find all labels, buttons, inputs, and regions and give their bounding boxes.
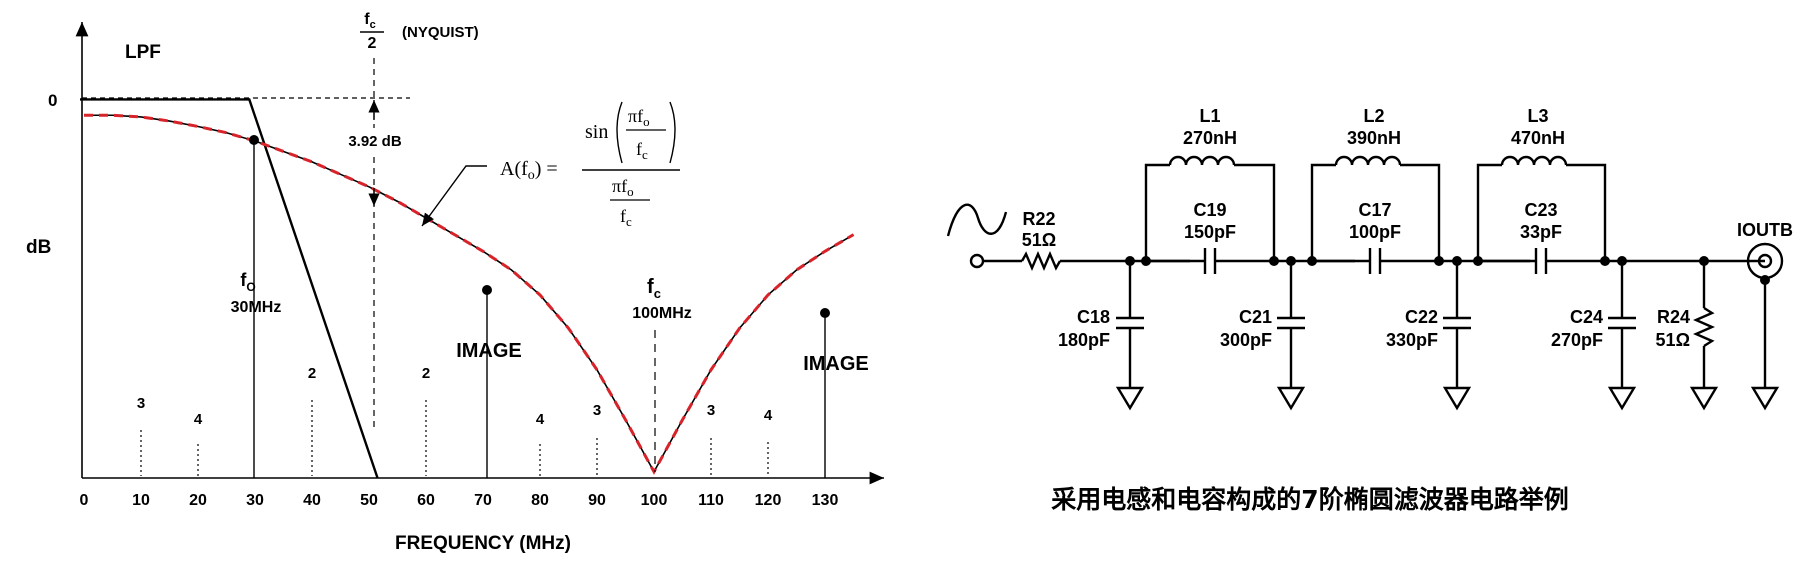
l3-inductor — [1500, 155, 1568, 166]
x-tick-label: 70 — [474, 492, 492, 509]
circuit-caption: 采用电感和电容构成的7阶椭圆滤波器电路举例 — [1051, 485, 1568, 514]
lpf-label: LPF — [125, 42, 161, 63]
nyquist-fraction-den: 2 — [368, 35, 377, 52]
circuit-labels: R22 51Ω L1 270nH L2 390nH L3 470nH C19 1… — [1022, 106, 1793, 514]
x-tick-label: 130 — [812, 492, 839, 509]
x-tick-labels: 0 10 20 30 40 50 60 70 80 90 100 110 120 130 — [80, 492, 839, 509]
l3-name: L3 — [1527, 106, 1548, 126]
image-right-label: IMAGE — [803, 353, 869, 375]
harmonic-label: 2 — [308, 365, 316, 382]
c24-name: C24 — [1570, 307, 1603, 327]
r22-name: R22 — [1022, 209, 1055, 229]
nyquist-fraction-num: fc — [364, 11, 375, 31]
r22-resistor — [1020, 250, 1062, 272]
fo-label: fO — [240, 270, 255, 294]
c22-name: C22 — [1405, 307, 1438, 327]
x-tick-label: 50 — [360, 492, 378, 509]
x-axis-label: FREQUENCY (MHz) — [395, 533, 571, 554]
db-drop-label-bg — [336, 128, 414, 152]
c23-value: 33pF — [1520, 222, 1562, 242]
formula-leader-line — [421, 165, 487, 227]
l2-name: L2 — [1363, 106, 1384, 126]
c22-capacitor — [1442, 261, 1472, 411]
c23-name: C23 — [1524, 200, 1557, 220]
fo-value-label: 30MHz — [231, 299, 282, 316]
image-left-label: IMAGE — [456, 340, 522, 362]
x-tick-label: 0 — [80, 492, 89, 509]
l3-value: 470nH — [1511, 128, 1565, 148]
sinc-formula: A(fo) = sin πfo fc πfo fc — [500, 101, 680, 229]
l1-inductor — [1168, 155, 1236, 166]
c21-capacitor — [1276, 261, 1306, 411]
fo-point — [249, 135, 259, 145]
fc-value-label: 100MHz — [632, 305, 692, 322]
x-tick-label: 110 — [698, 492, 724, 509]
fc-label: fc — [647, 276, 661, 301]
harmonic-label: 3 — [707, 402, 715, 419]
y-tick-label-zero: 0 — [48, 91, 57, 110]
sinc-chart: 0 dB 0 10 20 30 40 50 60 70 80 90 100 110 120 130 FRE… — [26, 11, 884, 554]
r24-name: R24 — [1657, 307, 1690, 327]
harmonic-label: 4 — [536, 411, 545, 428]
svg-text:fc: fc — [620, 206, 632, 229]
l1-name: L1 — [1199, 106, 1220, 126]
c18-capacitor — [1115, 261, 1145, 411]
x-tick-label: 90 — [588, 492, 606, 509]
x-tick-label: 10 — [132, 492, 150, 509]
c21-name: C21 — [1239, 307, 1272, 327]
nyquist-label: (NYQUIST) — [402, 24, 479, 41]
harmonic-label: 4 — [194, 411, 203, 428]
c22-value: 330pF — [1386, 330, 1438, 350]
x-tick-label: 20 — [189, 492, 207, 509]
input-terminal — [969, 253, 985, 269]
c18-name: C18 — [1077, 307, 1110, 327]
harmonic-label: 4 — [764, 407, 773, 424]
db-drop-label: 3.92 dB — [348, 133, 402, 150]
circuit-junctions — [1125, 256, 1770, 285]
image-left-point — [482, 285, 492, 295]
y-axis-label: dB — [26, 237, 51, 258]
c19-value: 150pF — [1184, 222, 1236, 242]
ioutb-connector-inner — [1757, 253, 1773, 269]
x-tick-label: 40 — [303, 492, 321, 509]
x-tick-label: 80 — [531, 492, 549, 509]
c19-name: C19 — [1193, 200, 1226, 220]
sinc-response-dashed-line — [84, 113, 855, 475]
x-tick-label: 60 — [417, 492, 435, 509]
svg-text:πfo: πfo — [628, 106, 650, 129]
c17-value: 100pF — [1349, 222, 1401, 242]
l2-value: 390nH — [1347, 128, 1401, 148]
svg-text:fc: fc — [636, 139, 648, 162]
x-tick-label: 120 — [755, 492, 782, 509]
r22-value: 51Ω — [1022, 230, 1056, 250]
lpf-response-line — [80, 98, 379, 479]
elliptic-filter-circuit — [946, 155, 1784, 411]
c24-capacitor — [1607, 261, 1637, 411]
svg-text:A(fo) =: A(fo) = — [500, 158, 558, 183]
l1-value: 270nH — [1183, 128, 1237, 148]
harmonic-label: 3 — [137, 395, 145, 412]
r24-resistor — [1689, 261, 1719, 411]
l2-inductor — [1334, 155, 1402, 166]
harmonic-label: 2 — [422, 365, 430, 382]
svg-text:πfo: πfo — [612, 176, 634, 199]
c17-name: C17 — [1358, 200, 1391, 220]
c24-value: 270pF — [1551, 330, 1603, 350]
x-tick-label: 100 — [641, 492, 668, 509]
c18-value: 180pF — [1058, 330, 1110, 350]
ioutb-label: IOUTB — [1737, 220, 1793, 240]
x-tick-label: 30 — [246, 492, 264, 509]
image-right-point — [820, 308, 830, 318]
r24-value: 51Ω — [1656, 330, 1690, 350]
svg-text:sin: sin — [585, 121, 608, 143]
harmonic-markers: 3 4 2 2 4 3 3 4 — [137, 365, 773, 476]
harmonic-label: 3 — [593, 402, 601, 419]
signal-source-icon — [946, 203, 1008, 237]
c21-value: 300pF — [1220, 330, 1272, 350]
